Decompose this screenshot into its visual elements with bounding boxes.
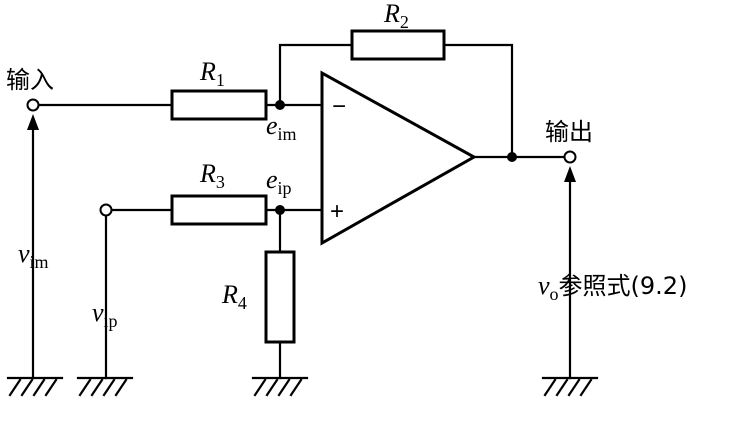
v-im-label: vim xyxy=(18,239,49,272)
ground-symbol-vip xyxy=(76,376,134,397)
output-terminal xyxy=(563,150,577,164)
junction-inverting-node xyxy=(275,100,285,110)
resistor-r1 xyxy=(170,89,268,121)
e-im-label: eim xyxy=(266,111,297,144)
vip-terminal xyxy=(99,203,113,217)
non-inverting-input-sign: + xyxy=(330,198,344,225)
junction-output-node xyxy=(507,152,517,162)
r2-label: R2 xyxy=(383,0,409,32)
inverting-input-sign: − xyxy=(332,93,346,120)
r1-label: R1 xyxy=(199,57,225,90)
e-ip-label: eip xyxy=(266,165,292,198)
input-terminal xyxy=(26,98,40,112)
output-label: 输出 xyxy=(545,118,593,146)
resistor-r2 xyxy=(350,29,446,61)
r3-label: R3 xyxy=(199,159,225,192)
vo-voltage-arrow xyxy=(564,166,576,380)
r4-label: R4 xyxy=(221,280,247,313)
v-o-label: vo参照式(9.2) xyxy=(538,271,687,304)
resistor-r4 xyxy=(264,250,296,344)
op-amp-triangle xyxy=(320,70,478,246)
wires xyxy=(36,43,567,380)
input-label: 输入 xyxy=(6,66,54,94)
resistor-r3 xyxy=(170,194,268,226)
ground-symbol-vo xyxy=(541,376,599,397)
v-ip-label: vip xyxy=(92,298,118,331)
ground-symbol-vim xyxy=(6,376,64,397)
ground-symbol-r4 xyxy=(251,376,309,397)
junction-non-inverting-node xyxy=(275,205,285,215)
vim-voltage-arrow xyxy=(27,114,39,380)
